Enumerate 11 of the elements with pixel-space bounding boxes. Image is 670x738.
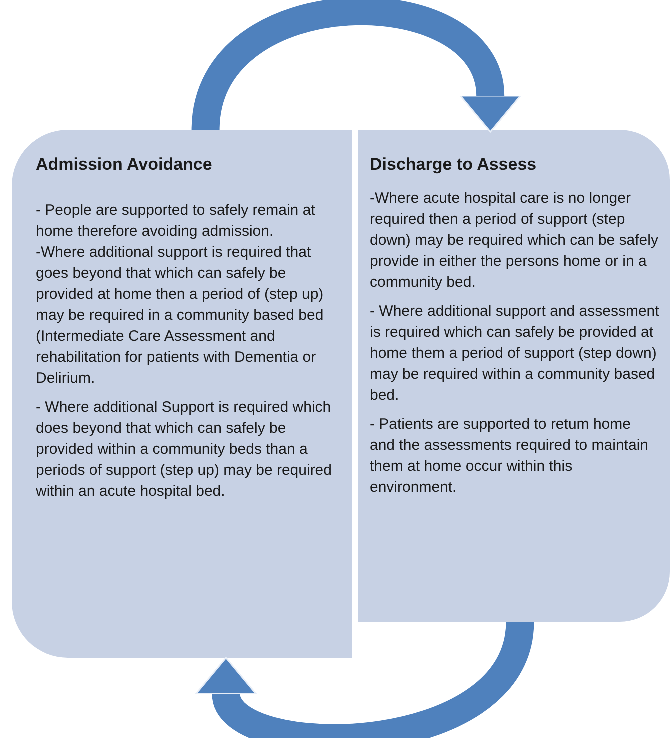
panel-paragraph: - Where additional Support is required which does beyond that which can safely be provided within a community beds than a periods of support (step up) may be required within an acute hospital bed.: [36, 398, 333, 502]
text-panel: [12, 130, 352, 658]
panel-heading: Admission Avoidance: [36, 154, 214, 176]
text-panel: [358, 130, 670, 622]
panel-paragraph: -Where acute hospital care is no longer required then a period of support (step down) may be required which can be safely provide in either the persons home or in a community bed.: [370, 189, 660, 293]
panel-paragraph: - People are supported to safely remain at home therefore avoiding admission.: [36, 201, 316, 242]
panel-heading: Discharge to Assess: [370, 154, 538, 176]
panel-paragraph: -Where additional support is required that goes beyond that which can safely be provided at home then a period of (step up) may be required in a community based bed (Intermediate Care Assessment and rehabilitation for patients with Dementia or Delirium.: [36, 243, 325, 389]
curved-arrow: [197, 620, 534, 738]
panel-paragraph: - Where additional support and assessment is required which can safely be provided at home them a period of support (step down) may be required within a community based bed.: [370, 302, 660, 406]
panel-paragraph: - Patients are supported to retum home and the assessments required to maintain them at home occur within this environment.: [370, 415, 650, 498]
